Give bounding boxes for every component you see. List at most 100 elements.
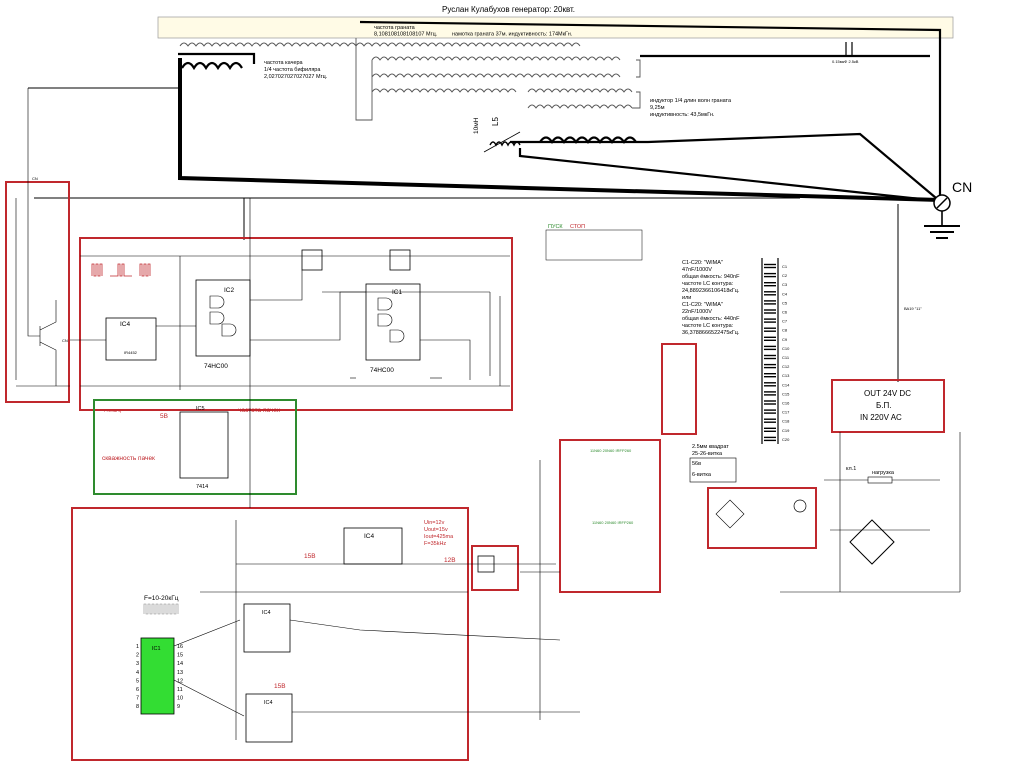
capacitor-bank — [761, 258, 779, 444]
pin-number: 7 — [136, 696, 139, 702]
cap-bank-line1: С1-С20: "WIMA" — [682, 260, 723, 266]
pin-number: 16 — [177, 644, 183, 650]
inductor-label: индуктор 1/4 длин волн граната — [650, 98, 732, 104]
cap-bank-line8: 22nF/1000V — [682, 309, 712, 315]
freq-waveform — [143, 603, 179, 615]
lc-filter-block — [661, 343, 697, 435]
pin-number: 8 — [136, 704, 139, 710]
waveform-icon — [91, 263, 151, 277]
cap-label: C4 — [782, 291, 788, 296]
cap-bank-line6: или — [682, 295, 691, 301]
cap-label: C12 — [782, 364, 790, 369]
garnet-frame — [157, 16, 954, 39]
transformer-w2: 6-витка — [692, 472, 712, 478]
start-label: ПУСК — [548, 224, 563, 230]
cap-bank-line4: частоте LC контура: — [682, 281, 734, 287]
cap-label: C3 — [782, 282, 788, 287]
fuse-label: ВА19 "11" — [904, 306, 922, 311]
ground-symbol — [924, 194, 960, 239]
uout-label: Uout=15v — [424, 527, 448, 533]
vr2-regulator — [389, 249, 411, 271]
left-transistor-block — [5, 181, 70, 403]
vr1-regulator — [301, 249, 323, 271]
cap-label: C11 — [782, 355, 790, 360]
kacher-coil — [181, 61, 243, 71]
ic2-chip — [195, 279, 251, 357]
pin-number: 11 — [177, 687, 183, 693]
cap-label: C13 — [782, 373, 790, 378]
cn-left-top: CN — [32, 176, 38, 181]
ic5-chip — [179, 411, 229, 479]
ic2-label: IC2 — [224, 287, 235, 294]
inductor-length: 9,25м — [650, 105, 665, 111]
kacher-freq-quarter: 1/4 частота бифиляра — [264, 67, 321, 73]
pin-number: 15 — [177, 653, 183, 659]
ic4-logic-label: IC4 — [120, 321, 131, 328]
ic4-driver-upper — [243, 603, 291, 653]
ic1-label: IC1 — [392, 289, 403, 296]
ic4-boost-chip — [343, 527, 403, 565]
kacher-freq-label: частота качера — [264, 60, 304, 66]
ic1-gates — [377, 297, 405, 343]
f-range-label: F=1-5кГц — [104, 408, 121, 413]
l5-arrow — [483, 131, 521, 153]
ic2-gates — [209, 295, 237, 337]
diode-bridge — [849, 519, 895, 565]
load-label: нагрузка — [872, 470, 895, 476]
cn-left-mid: CN — [62, 338, 68, 343]
cap-bank-line9: общая ёмкость: 440nF — [682, 316, 740, 322]
right-wires — [780, 432, 961, 593]
l5-value: 10мН — [473, 117, 480, 134]
cap-bank-items: C1C2C3C4C5C6C7C8C9C10C11C12C13C14C15C16C… — [764, 263, 790, 442]
lamp-icon — [793, 499, 807, 513]
cap-label: C1 — [782, 264, 788, 269]
ic1-driver-label: IC1 — [152, 646, 161, 652]
cap-label: C7 — [782, 319, 788, 324]
kacher-freq-value: 2,027027027027027 Мгц. — [264, 74, 328, 80]
cap-bank-line2: 47nF/1000V — [682, 267, 712, 273]
psu-line1: OUT 24V DC — [864, 389, 911, 398]
diagram-title: Руслан Кулабухов генератор: 20квт. — [442, 5, 575, 14]
pin-number: 3 — [136, 661, 139, 667]
vr3-block — [471, 545, 519, 591]
fout-label: F=35kHz — [424, 541, 446, 547]
stop-label: СТОП — [570, 224, 585, 230]
key-label: кл.1 — [846, 466, 856, 472]
cap-label: C19 — [782, 428, 790, 433]
pin-number: 13 — [177, 670, 183, 676]
cap-label: C16 — [782, 401, 790, 406]
ic4-logic-chip — [105, 317, 157, 361]
transformer-wire: 2.5мм квадрат — [692, 444, 729, 450]
pin-number: 9 — [177, 704, 180, 710]
ic4-driver-upper-label: IC4 — [262, 610, 271, 616]
ic2-part: 74HC00 — [204, 363, 228, 370]
burst-freq-label: частота пачек — [238, 407, 280, 414]
garnet-freq-value: 8,108108108108107 Мгц. — [374, 32, 438, 38]
ic5-label: IC5 — [196, 406, 205, 412]
cap-label: C8 — [782, 328, 788, 333]
garnet-winding: намотка граната 37м. индуктивность: 174М… — [452, 32, 573, 38]
inductor-value: индуктивность: 43,5мкГн. — [650, 112, 715, 118]
pin-number: 14 — [177, 661, 183, 667]
mosfet-block — [559, 439, 661, 593]
cap-label: C20 — [782, 437, 790, 442]
mosfet-line-a: 11N60 20N60 IRFP260 — [590, 448, 632, 453]
transformer-w1: 56в — [692, 461, 701, 467]
ic4-driver-lower-label: IC4 — [264, 700, 273, 706]
cap-label: C5 — [782, 300, 788, 305]
ground-label: CN — [952, 179, 972, 195]
main-power-wires — [28, 20, 942, 382]
v15b-label: 15В — [274, 683, 286, 690]
ic4-boost-label: IC4 — [364, 533, 375, 540]
burst-duty-label: скважность пачек — [102, 455, 155, 462]
cap-label: C10 — [782, 346, 790, 351]
left-transistor — [15, 88, 70, 387]
cap-label: C2 — [782, 273, 788, 278]
ic1-driver-chip — [140, 637, 175, 715]
cap-bank-line5: 24,8892366106418кГц. — [682, 288, 740, 294]
v5-label: 5В — [160, 413, 168, 420]
pin-number: 6 — [136, 687, 139, 693]
pin-number: 12 — [177, 678, 183, 684]
cap-label: C18 — [782, 419, 790, 424]
